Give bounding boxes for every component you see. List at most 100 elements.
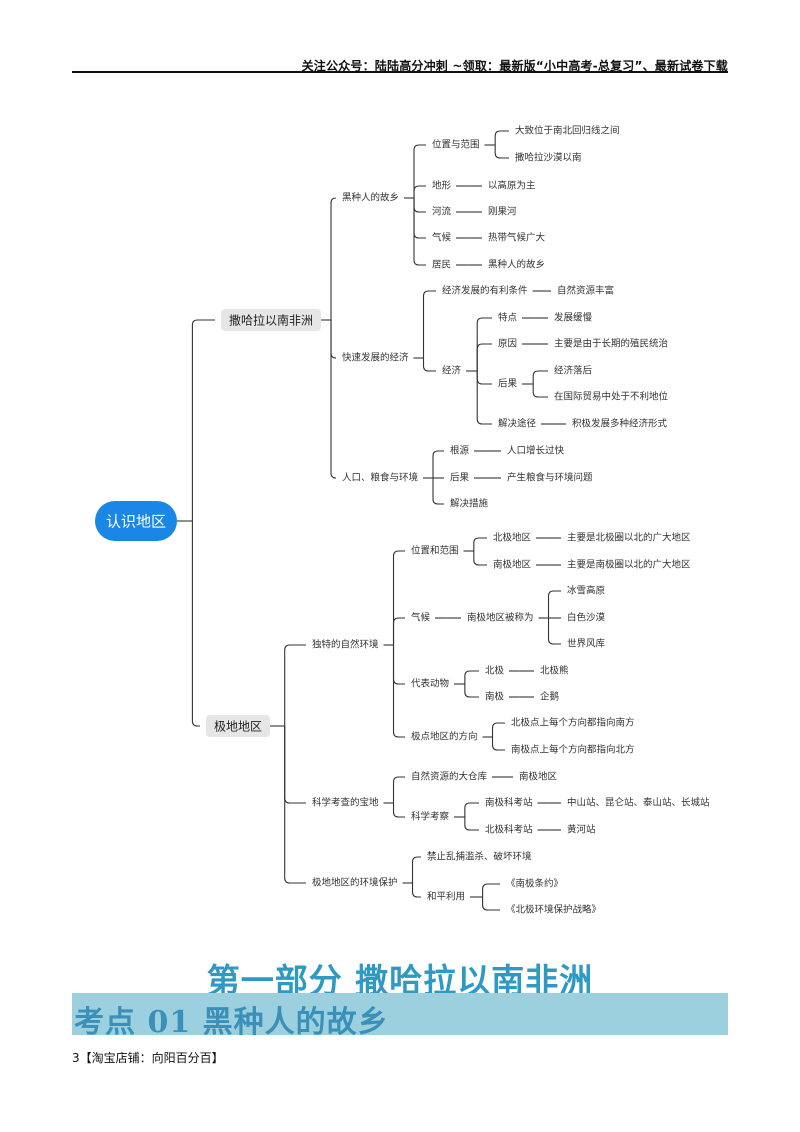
connector-line (547, 590, 561, 618)
connector-line (464, 802, 479, 817)
mindmap-node: 极地地区的环境保护 (312, 877, 398, 889)
connector-line (413, 198, 426, 239)
mindmap-node: 白色沙漠 (567, 612, 606, 624)
connector-line (392, 645, 405, 738)
connector-line (191, 319, 215, 521)
root-node-label: 认识地区 (106, 513, 166, 531)
connector-line (464, 684, 479, 698)
mindmap-node: 《北极环境保护战略》 (506, 904, 601, 916)
connector-line (482, 897, 500, 911)
mindmap-node: 自然资源丰富 (557, 285, 614, 297)
connector-line (413, 185, 426, 198)
mindmap-node: 主要是由于长期的殖民统治 (554, 338, 668, 350)
connector-line (392, 617, 405, 645)
connector-line (284, 644, 306, 726)
mindmap-node: 黄河站 (567, 824, 596, 836)
mindmap-node: 世界风库 (567, 638, 606, 650)
mindmap-node: 极点地区的方向 (411, 731, 478, 743)
connector-line (432, 450, 444, 478)
connector-line (464, 670, 479, 684)
mindmap-node: 冰雪高原 (567, 585, 605, 597)
mindmap-node: 发展缓慢 (554, 312, 593, 324)
connector-line (413, 198, 426, 213)
connector-line (482, 883, 500, 897)
mindmap-node: 气候 (411, 612, 431, 624)
connector-line (392, 645, 405, 685)
mindmap-node: 科学考查的宝地 (312, 797, 379, 809)
mindmap-node: 南极地区 (519, 771, 558, 783)
mindmap-node: 地形 (432, 180, 452, 192)
mindmap-node: 经济落后 (554, 365, 593, 377)
mindmap-node: 北极熊 (540, 665, 569, 677)
mindmap-node: 原因 (498, 339, 517, 350)
mindmap-node: 人口、粮食与环境 (342, 472, 419, 484)
mindmap-node: 解决措施 (450, 498, 489, 510)
connector-line (476, 317, 492, 371)
branch-label: 撒哈拉以南非洲 (229, 313, 313, 328)
mindmap-node: 积极发展多种经济形式 (572, 418, 668, 430)
connector-line (413, 198, 426, 266)
connector-line (476, 343, 492, 371)
root-node (95, 501, 177, 541)
header-divider (72, 71, 728, 73)
mindmap-node: 自然资源的大仓库 (411, 771, 488, 783)
connector-line (494, 130, 509, 145)
mindmap-node: 代表动物 (411, 678, 450, 690)
mindmap-node: 产生粮食与环境问题 (507, 472, 593, 484)
branch-box (206, 715, 271, 737)
mindmap-node: 快速发展的经济 (342, 352, 409, 364)
connector-line (411, 883, 421, 898)
header-notice: 关注公众号：陆陆高分冲刺 ~领取：最新版“小中高考-总复习”、最新试卷下载 (301, 59, 728, 73)
mindmap-node: 黑种人的故乡 (488, 259, 545, 271)
branch-label: 极地地区 (214, 720, 262, 734)
mindmap-node: 科学考察 (411, 811, 450, 823)
mindmap-node: 独特的自然环境 (312, 639, 379, 651)
mindmap-node: 位置与范围 (432, 139, 480, 151)
connector-line (392, 776, 405, 803)
mind-map: 认识地区撒哈拉以南非洲黑种人的故乡位置与范围大致位于南北回归线之间撒哈拉沙漠以南… (95, 125, 710, 916)
connector-line (491, 722, 505, 737)
mindmap-node: 经济 (442, 365, 462, 377)
connector-line (392, 550, 405, 645)
connector-line (330, 197, 337, 320)
mindmap-node: 主要是南极圈以北的广大地区 (567, 559, 691, 571)
mindmap-node: 根源 (450, 445, 470, 457)
connector-line (532, 384, 548, 398)
mindmap-node: 南极地区 (493, 559, 532, 571)
mindmap-node: 北极点上每个方向都指向南方 (511, 717, 635, 729)
mindmap-node: 解决途径 (498, 418, 537, 430)
connector-line (476, 371, 492, 385)
mindmap-node: 经济发展的有利条件 (442, 285, 528, 297)
mindmap-node: 特点 (498, 312, 518, 324)
mindmap-node: 北极地区 (493, 532, 532, 544)
mindmap-node: 气候 (432, 232, 452, 244)
connector-line (284, 726, 306, 884)
connector-line (494, 145, 509, 159)
mindmap-node: 南极 (485, 691, 505, 703)
connector-line (191, 521, 200, 727)
connector-line (532, 370, 548, 384)
mindmap-node: 热带气候广大 (488, 232, 546, 244)
mindmap-node: 黑种人的故乡 (342, 192, 399, 204)
mindmap-node: 后果 (450, 473, 470, 484)
connector-line (473, 537, 487, 551)
mindmap-node: 在国际贸易中处于不利地位 (554, 391, 669, 403)
connector-line (432, 478, 444, 505)
connector-line (547, 618, 561, 645)
connector-line (330, 320, 337, 359)
mindmap-node: 人口增长过快 (507, 445, 565, 457)
connector-line (422, 358, 436, 372)
mindmap-node: 企鹅 (540, 691, 559, 703)
footer-shop-note: 3【淘宝店铺：向阳百分百】 (72, 1051, 224, 1065)
mindmap-node: 居民 (432, 260, 451, 271)
connector-line (476, 371, 492, 425)
kaodian-title: 考点 01 黑种人的故乡 (74, 1005, 389, 1040)
connector-line (413, 144, 426, 198)
mindmap-node: 北极 (485, 665, 505, 677)
mindmap-node: 和平利用 (427, 891, 465, 903)
connector-line (422, 290, 436, 358)
mindmap-node: 禁止乱捕滥杀、破坏环境 (427, 851, 532, 863)
mindmap-node: 南极点上每个方向都指向北方 (511, 744, 635, 756)
connector-line (330, 320, 337, 479)
mindmap-node: 撒哈拉沙漠以南 (515, 152, 582, 164)
